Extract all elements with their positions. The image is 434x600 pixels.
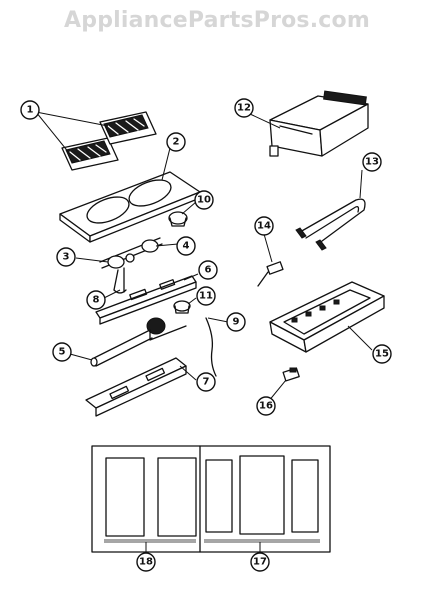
callout-10: 10 (194, 190, 214, 210)
part-bracket-7 (85, 357, 187, 417)
callout-label: 17 (253, 557, 267, 568)
callout-label: 6 (205, 265, 212, 276)
part-knob-11 (173, 300, 191, 314)
callout-8: 8 (86, 290, 106, 310)
callout-6: 6 (198, 260, 218, 280)
callout-5: 5 (52, 342, 72, 362)
leader-lines (35, 111, 373, 556)
callout-11: 11 (196, 286, 216, 306)
part-knob-10 (168, 211, 188, 227)
callout-label: 18 (139, 557, 153, 568)
callout-label: 10 (197, 195, 211, 206)
part-cooktop-plate (59, 171, 201, 243)
part-wire-9 (205, 317, 217, 377)
part-burner-5 (90, 317, 187, 367)
callout-label: 12 (237, 103, 251, 114)
callout-label: 3 (63, 252, 70, 263)
part-grates (61, 111, 157, 171)
callout-13: 13 (362, 152, 382, 172)
part-burner-valves (99, 237, 163, 294)
callout-label: 13 (365, 157, 379, 168)
callout-14: 14 (254, 216, 274, 236)
part-drip-tray (269, 281, 385, 353)
callout-17: 17 (250, 552, 270, 572)
callout-label: 16 (259, 401, 273, 412)
callout-9: 9 (226, 312, 246, 332)
callout-15: 15 (372, 344, 392, 364)
callout-label: 14 (257, 221, 271, 232)
callout-label: 9 (233, 317, 240, 328)
callout-label: 8 (93, 295, 100, 306)
watermark-text: AppliancePartsPros.com (64, 8, 370, 33)
part-clip (282, 367, 300, 382)
callout-label: 2 (173, 137, 180, 148)
callout-12: 12 (234, 98, 254, 118)
callout-7: 7 (196, 372, 216, 392)
callout-2: 2 (166, 132, 186, 152)
callout-label: 1 (27, 105, 34, 116)
callout-label: 4 (183, 241, 190, 252)
callout-18: 18 (136, 552, 156, 572)
part-front-panels (91, 445, 331, 553)
callout-label: 5 (59, 347, 66, 358)
callout-label: 11 (199, 291, 213, 302)
part-bracket-6 (95, 275, 197, 325)
callout-label: 15 (375, 349, 389, 360)
part-heating-element (295, 198, 366, 251)
callout-1: 1 (20, 100, 40, 120)
part-griddle (269, 90, 369, 157)
part-connector (257, 261, 284, 287)
callout-16: 16 (256, 396, 276, 416)
callout-3: 3 (56, 247, 76, 267)
callout-label: 7 (203, 377, 210, 388)
callout-4: 4 (176, 236, 196, 256)
